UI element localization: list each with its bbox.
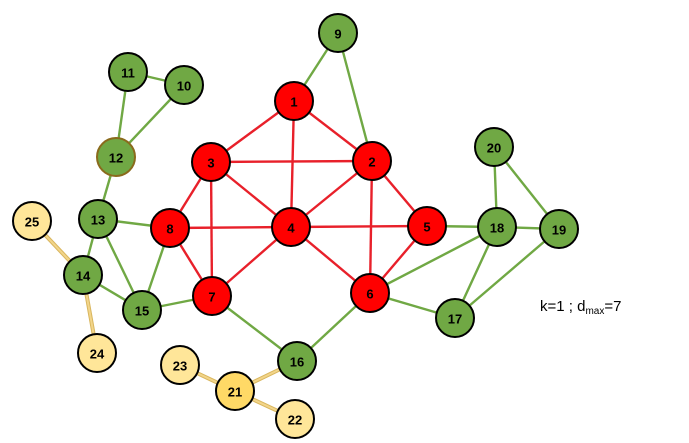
edge-4-8 bbox=[169, 225, 292, 230]
node-13-label: 13 bbox=[91, 213, 105, 228]
node-1-circle bbox=[274, 81, 314, 121]
node-10: 10 bbox=[164, 65, 204, 105]
edge-19-17 bbox=[454, 228, 560, 319]
node-8-circle bbox=[150, 208, 190, 248]
node-21-circle bbox=[215, 371, 255, 411]
node-10-label: 10 bbox=[177, 79, 191, 94]
node-23-label: 23 bbox=[173, 359, 187, 374]
node-19: 19 bbox=[539, 209, 579, 249]
node-6-circle bbox=[350, 273, 390, 313]
node-14: 14 bbox=[63, 255, 103, 295]
node-16-label: 16 bbox=[290, 355, 304, 370]
node-6: 6 bbox=[350, 273, 390, 313]
caption-k-dmax: k=1 ; dmax=7 bbox=[540, 298, 621, 317]
node-4: 4 bbox=[271, 207, 311, 247]
node-22-circle bbox=[275, 399, 315, 439]
node-2-label: 2 bbox=[368, 155, 375, 170]
node-5-label: 5 bbox=[423, 220, 430, 235]
node-9: 9 bbox=[318, 13, 358, 53]
node-1-label: 1 bbox=[290, 95, 297, 110]
node-14-label: 14 bbox=[76, 269, 91, 284]
node-11-label: 11 bbox=[121, 66, 135, 81]
node-11: 11 bbox=[108, 52, 148, 92]
node-11-circle bbox=[108, 52, 148, 92]
node-20: 20 bbox=[474, 127, 514, 167]
node-24-label: 24 bbox=[90, 347, 105, 362]
node-23-circle bbox=[160, 345, 200, 385]
node-7: 7 bbox=[192, 276, 232, 316]
node-2: 2 bbox=[352, 141, 392, 181]
node-18: 18 bbox=[477, 207, 517, 247]
edge-6-18 bbox=[369, 225, 498, 295]
node-10-circle bbox=[164, 65, 204, 105]
node-18-circle bbox=[477, 207, 517, 247]
node-4-circle bbox=[271, 207, 311, 247]
node-8-label: 8 bbox=[166, 222, 173, 237]
node-21: 21 bbox=[215, 371, 255, 411]
node-21-label: 21 bbox=[228, 385, 242, 400]
node-24-circle bbox=[77, 333, 117, 373]
node-3: 3 bbox=[191, 142, 231, 182]
node-23: 23 bbox=[160, 345, 200, 385]
node-8: 8 bbox=[150, 208, 190, 248]
node-14-circle bbox=[63, 255, 103, 295]
node-9-circle bbox=[318, 13, 358, 53]
node-15-circle bbox=[122, 290, 162, 330]
node-22: 22 bbox=[275, 399, 315, 439]
node-4-label: 4 bbox=[287, 221, 295, 236]
node-17: 17 bbox=[435, 298, 475, 338]
node-16-circle bbox=[277, 341, 317, 381]
node-22-label: 22 bbox=[288, 413, 302, 428]
node-16: 16 bbox=[277, 341, 317, 381]
node-17-label: 17 bbox=[448, 312, 462, 327]
node-20-label: 20 bbox=[487, 141, 501, 156]
edge-4-5 bbox=[290, 224, 428, 229]
node-24: 24 bbox=[77, 333, 117, 373]
node-7-label: 7 bbox=[208, 290, 215, 305]
node-7-circle bbox=[192, 276, 232, 316]
node-19-circle bbox=[539, 209, 579, 249]
node-2-circle bbox=[352, 141, 392, 181]
caption-k-text: k=1 ; d bbox=[540, 298, 586, 315]
node-12: 12 bbox=[96, 137, 136, 177]
node-5-circle bbox=[407, 206, 447, 246]
edge-3-2 bbox=[210, 159, 373, 164]
node-18-label: 18 bbox=[490, 221, 504, 236]
node-1: 1 bbox=[274, 81, 314, 121]
edge-3-7 bbox=[209, 161, 214, 297]
node-3-label: 3 bbox=[207, 156, 214, 171]
node-9-label: 9 bbox=[334, 27, 341, 42]
edge-1-4 bbox=[289, 100, 296, 228]
caption-sub-text: max bbox=[585, 306, 605, 317]
edge-9-2 bbox=[336, 32, 374, 162]
node-25-label: 25 bbox=[25, 215, 39, 230]
node-12-circle bbox=[96, 137, 136, 177]
node-13-circle bbox=[78, 199, 118, 239]
node-12-label: 12 bbox=[109, 151, 123, 166]
node-25-circle bbox=[12, 201, 52, 241]
node-25: 25 bbox=[12, 201, 52, 241]
node-3-circle bbox=[191, 142, 231, 182]
node-15-label: 15 bbox=[135, 304, 149, 319]
node-17-circle bbox=[435, 298, 475, 338]
node-6-label: 6 bbox=[366, 287, 373, 302]
caption-value-text: =7 bbox=[604, 298, 622, 315]
node-20-circle bbox=[474, 127, 514, 167]
node-13: 13 bbox=[78, 199, 118, 239]
node-19-label: 19 bbox=[552, 223, 566, 238]
node-15: 15 bbox=[122, 290, 162, 330]
node-5: 5 bbox=[407, 206, 447, 246]
